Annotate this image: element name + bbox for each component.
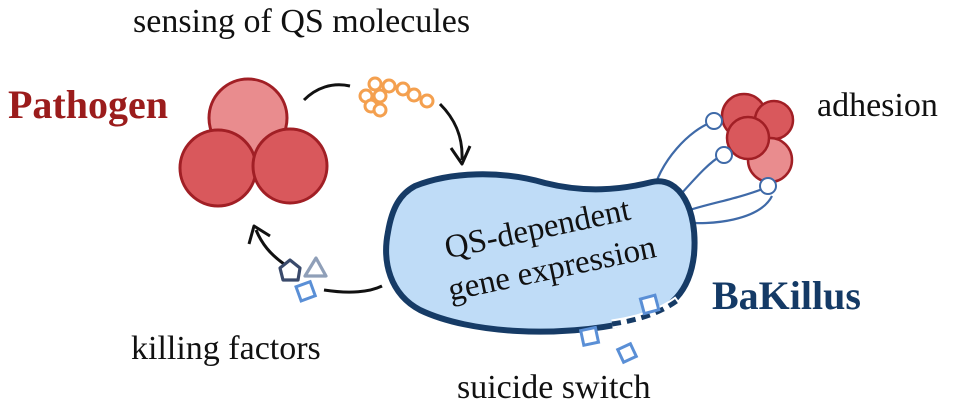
label-suicide-switch: suicide switch xyxy=(457,369,651,406)
label-adhesion: adhesion xyxy=(817,87,938,124)
adhesion-pathogen-cluster xyxy=(720,92,795,184)
suicide-switch-dashes xyxy=(611,297,680,327)
killing-factor-square xyxy=(294,279,318,303)
suicide-switch-squares xyxy=(578,293,661,365)
killing-factor-triangle xyxy=(303,256,328,278)
arrow-qs-to-cell xyxy=(438,102,464,161)
arrowhead-qs-to-cell xyxy=(449,145,472,166)
arrow-cell-to-factors xyxy=(323,284,383,294)
arrow-pathogen-to-qs xyxy=(302,83,351,102)
label-killing-factors: killing factors xyxy=(131,330,321,367)
arrowhead-factors-to-pathogen xyxy=(247,224,271,245)
pathogen-cluster xyxy=(178,77,329,208)
label-pathogen: Pathogen xyxy=(8,82,168,127)
pilus-tips xyxy=(705,112,777,195)
killing-factor-pentagon xyxy=(278,258,302,282)
bakillus-cell xyxy=(383,171,698,335)
arrow-factors-to-pathogen xyxy=(254,229,285,266)
label-sensing: sensing of QS molecules xyxy=(133,3,470,40)
qs-molecules xyxy=(358,76,435,118)
label-bakillus: BaKillus xyxy=(712,273,861,318)
